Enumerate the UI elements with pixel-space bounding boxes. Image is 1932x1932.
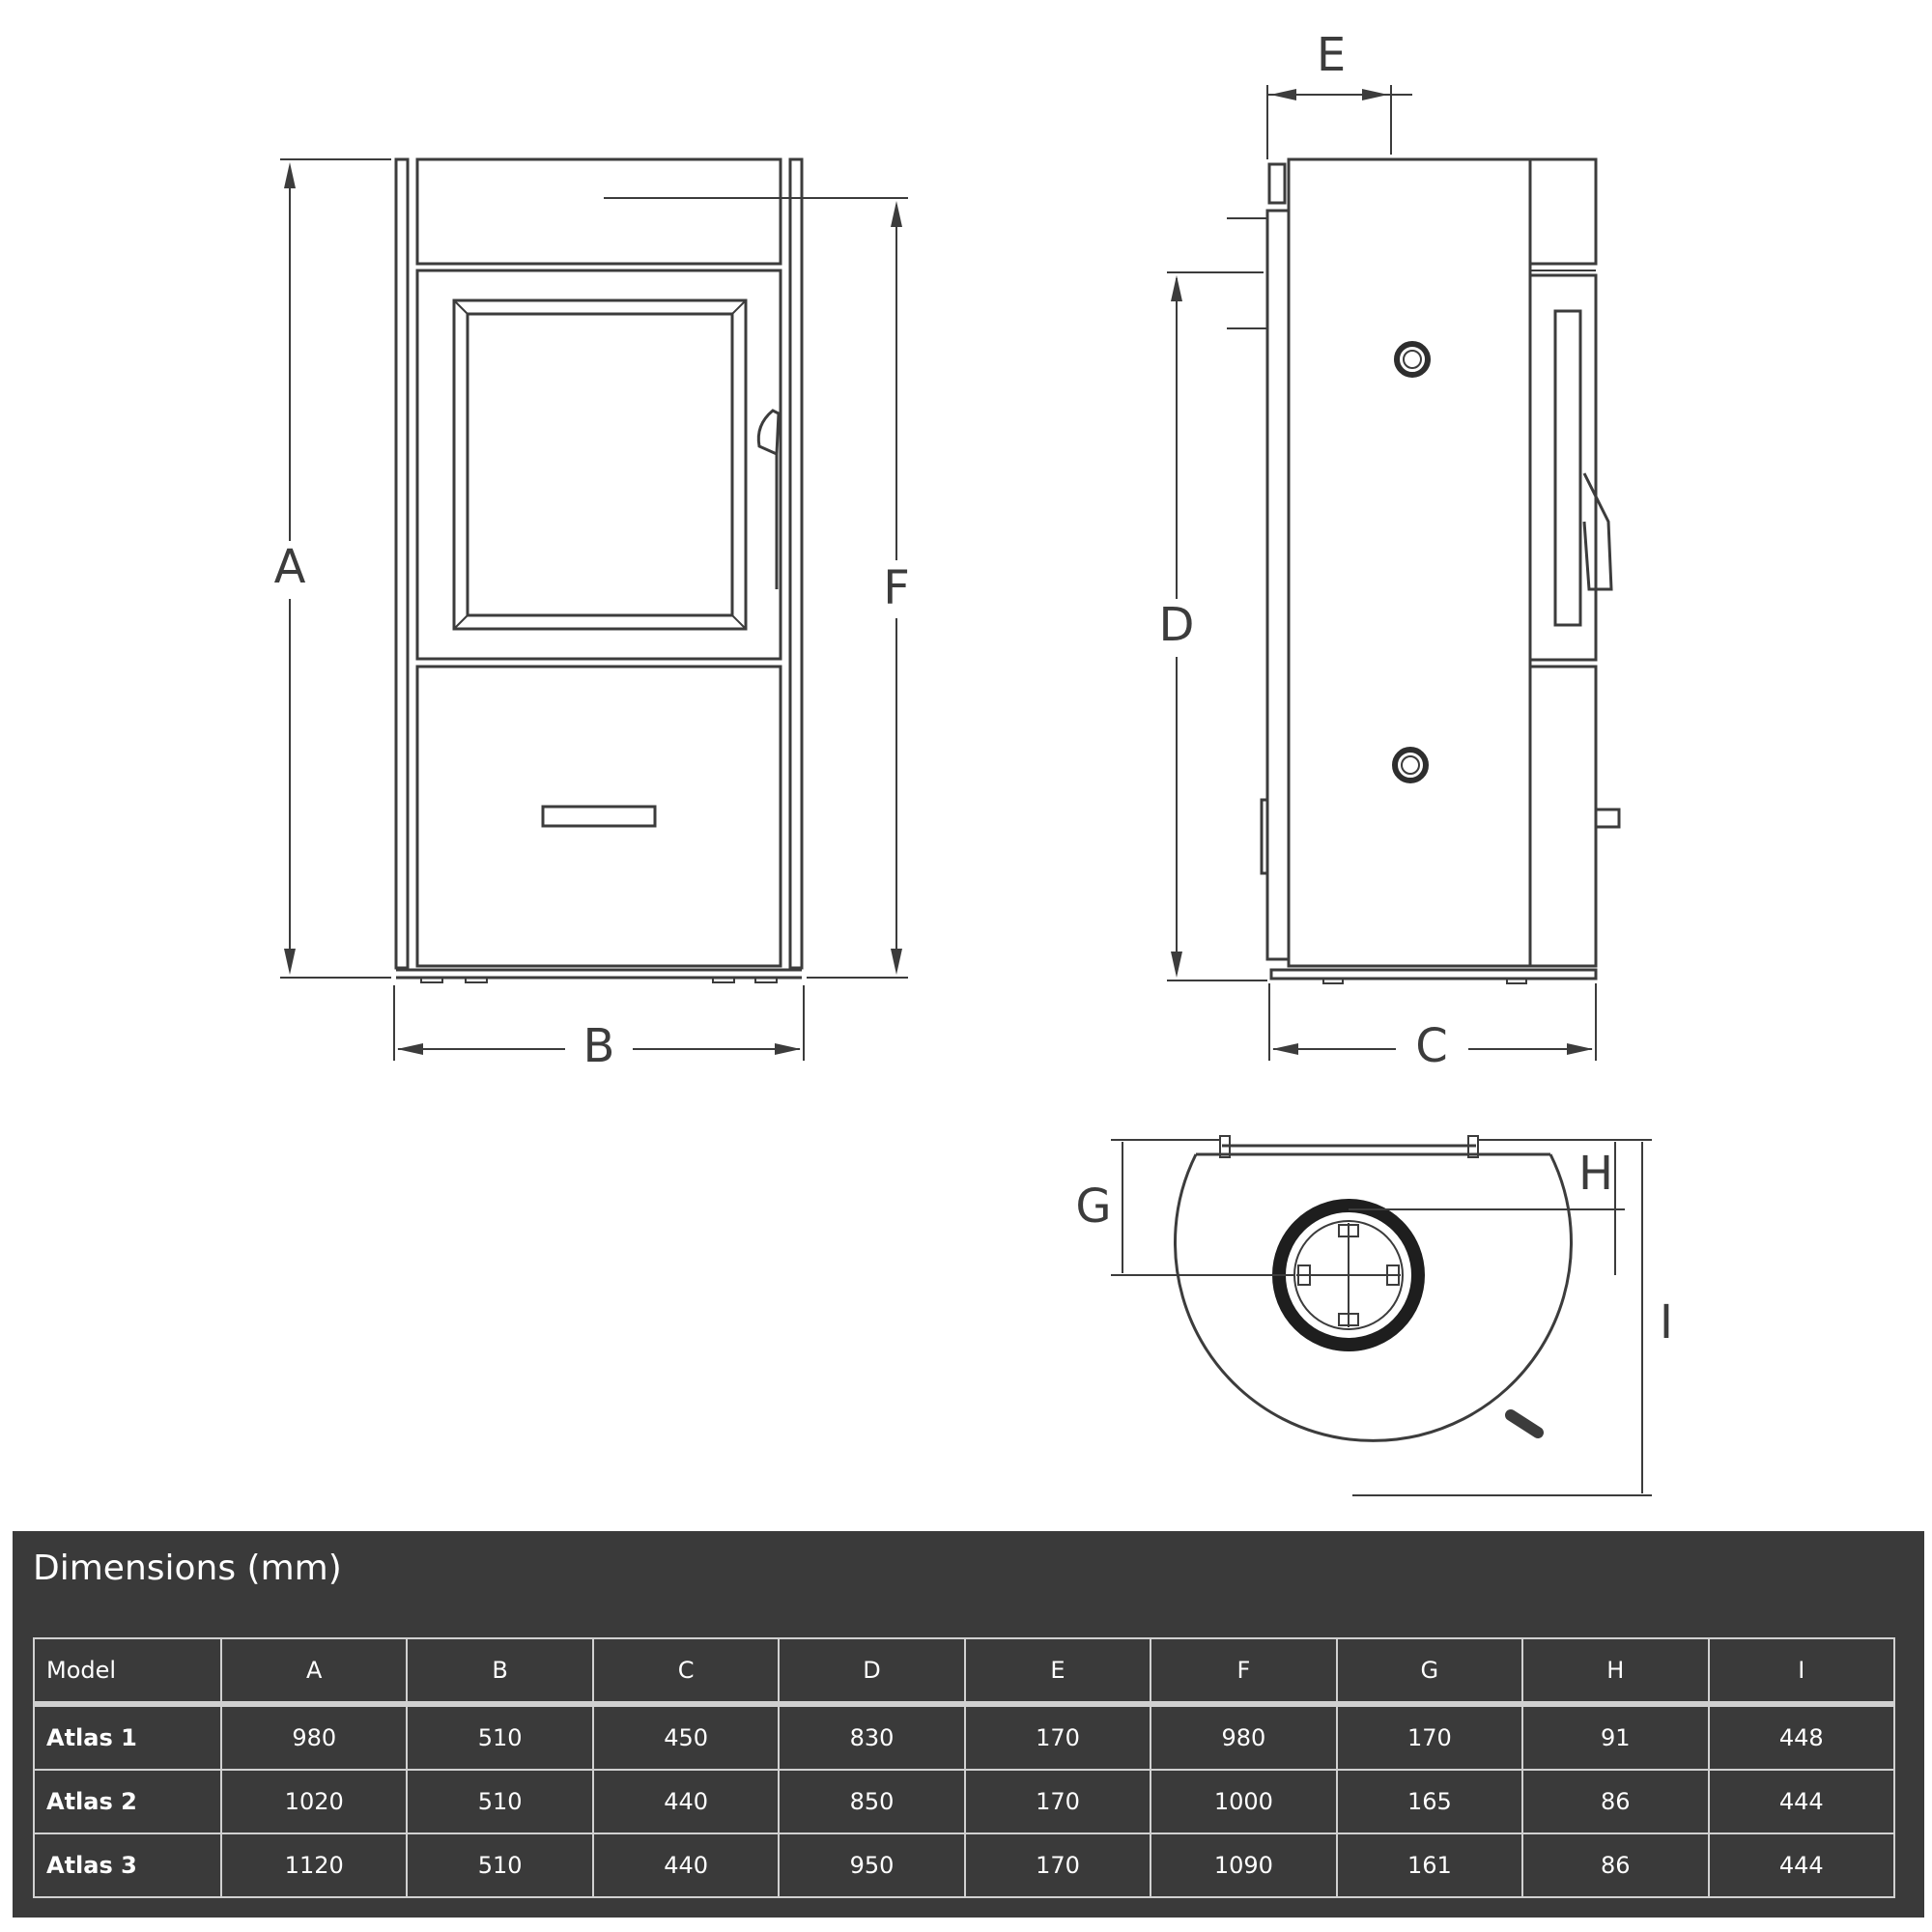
dimensions-title: Dimensions (mm) (33, 1548, 342, 1588)
table-cell: 170 (963, 1703, 1152, 1771)
table-cell: 510 (406, 1703, 594, 1771)
table-cell: 86 (1521, 1833, 1710, 1898)
row-model: Atlas 3 (33, 1833, 222, 1898)
dim-label-e: E (1317, 28, 1346, 82)
table-cell: 1120 (219, 1833, 409, 1898)
dimensions-panel: Dimensions (mm) Model A B C D E F G H I … (13, 1531, 1924, 1918)
side-view: E D C (1159, 28, 1621, 1073)
dimensions-table: Model A B C D E F G H I Atlas 1 980 510 … (33, 1637, 1895, 1898)
table-cell: 980 (219, 1703, 409, 1771)
header-f: F (1150, 1637, 1338, 1707)
dim-label-g: G (1075, 1179, 1111, 1234)
table-row: Atlas 3 1120 510 440 950 170 1090 161 86… (33, 1833, 1895, 1898)
table-cell: 170 (1335, 1703, 1524, 1771)
header-g: G (1335, 1637, 1524, 1707)
table-cell: 448 (1707, 1703, 1895, 1771)
dim-label-d: D (1159, 598, 1195, 652)
table-cell: 510 (406, 1833, 594, 1898)
header-h: H (1521, 1637, 1710, 1707)
table-cell: 170 (963, 1833, 1152, 1898)
table-cell: 1000 (1150, 1769, 1338, 1834)
dim-label-c: C (1415, 1019, 1448, 1073)
row-model: Atlas 2 (33, 1769, 222, 1834)
table-cell: 980 (1150, 1703, 1338, 1771)
table-cell: 161 (1335, 1833, 1524, 1898)
front-view: A F B (274, 157, 910, 1073)
table-cell: 950 (778, 1833, 966, 1898)
dim-label-h: H (1578, 1147, 1613, 1201)
table-cell: 91 (1521, 1703, 1710, 1771)
row-model: Atlas 1 (33, 1703, 222, 1771)
header-c: C (591, 1637, 781, 1707)
header-e: E (963, 1637, 1152, 1707)
header-model: Model (33, 1637, 222, 1707)
header-i: I (1707, 1637, 1895, 1707)
stove-technical-drawing: A F B (274, 28, 1673, 1496)
table-row: Atlas 2 1020 510 440 850 170 1000 165 86… (33, 1769, 1895, 1834)
dim-label-i: I (1660, 1295, 1673, 1350)
top-view: G H I (1075, 1135, 1673, 1496)
table-cell: 444 (1707, 1833, 1895, 1898)
table-cell: 510 (406, 1769, 594, 1834)
header-a: A (219, 1637, 409, 1707)
table-cell: 165 (1335, 1769, 1524, 1834)
table-cell: 830 (778, 1703, 966, 1771)
table-cell: 450 (591, 1703, 781, 1771)
table-cell: 440 (591, 1833, 781, 1898)
header-d: D (778, 1637, 966, 1707)
table-cell: 1020 (219, 1769, 409, 1834)
table-cell: 1090 (1150, 1833, 1338, 1898)
dim-label-f: F (883, 561, 910, 615)
table-cell: 440 (591, 1769, 781, 1834)
table-row: Atlas 1 980 510 450 830 170 980 170 91 4… (33, 1703, 1895, 1771)
table-cell: 170 (963, 1769, 1152, 1834)
header-b: B (406, 1637, 594, 1707)
table-cell: 444 (1707, 1769, 1895, 1834)
dim-label-a: A (274, 540, 306, 594)
table-cell: 850 (778, 1769, 966, 1834)
table-header-row: Model A B C D E F G H I (33, 1637, 1895, 1707)
dim-label-b: B (583, 1019, 615, 1073)
table-cell: 86 (1521, 1769, 1710, 1834)
